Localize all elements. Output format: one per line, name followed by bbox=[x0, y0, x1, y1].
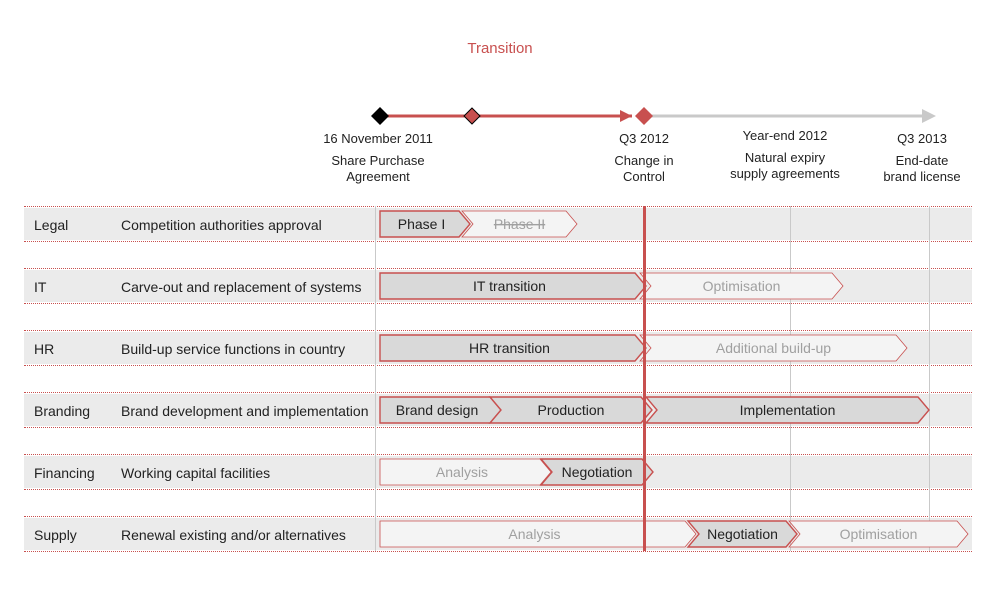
phase-bar-label: Optimisation bbox=[840, 526, 918, 542]
phase-bar-implementation: Implementation bbox=[644, 396, 930, 424]
phase-bar-label: Phase II bbox=[494, 216, 545, 232]
chevron-shape bbox=[539, 458, 654, 486]
chevron-shape bbox=[788, 520, 969, 548]
milestone-label-year-end: Year-end 2012 Natural expiry supply agre… bbox=[710, 128, 860, 182]
milestone-date: Q3 2013 bbox=[897, 131, 947, 146]
change-in-control-marker bbox=[643, 206, 646, 551]
phase-bar-label: Analysis bbox=[508, 526, 560, 542]
chevron-shape bbox=[379, 210, 471, 238]
phase-bar-label: Negotiation bbox=[562, 464, 633, 480]
row-category-it: IT bbox=[34, 279, 47, 295]
row-separator bbox=[24, 454, 972, 455]
milestone-line: Agreement bbox=[346, 169, 410, 184]
grid-line-year-end bbox=[790, 206, 791, 551]
milestone-diamond-intermediate bbox=[463, 107, 481, 125]
row-separator bbox=[24, 206, 972, 207]
timeline-gray-arrowhead bbox=[922, 109, 936, 123]
chevron-shape bbox=[639, 272, 844, 300]
milestone-line: Natural expiry bbox=[744, 150, 826, 165]
row-description-supply: Renewal existing and/or alternatives bbox=[121, 527, 346, 543]
grid-line-start bbox=[375, 206, 376, 551]
row-category-financing: Financing bbox=[34, 465, 95, 481]
milestone-label-spa: 16 November 2011 Share Purchase Agreemen… bbox=[303, 131, 453, 185]
milestone-date: Year-end 2012 bbox=[742, 128, 828, 143]
row-separator bbox=[24, 392, 972, 393]
chevron-shape bbox=[644, 396, 930, 424]
phase-bar-brand-design: Brand design bbox=[379, 396, 502, 424]
phase-bar-label: Optimisation bbox=[703, 278, 781, 294]
phase-bar-additional-build-up: Additional build-up bbox=[639, 334, 908, 362]
phase-bar-label: Phase I bbox=[398, 216, 445, 232]
row-description-it: Carve-out and replacement of systems bbox=[121, 279, 362, 295]
row-description-branding: Brand development and implementation bbox=[121, 403, 369, 419]
chevron-shape bbox=[686, 520, 798, 548]
phase-bar-negotiation: Negotiation bbox=[539, 458, 654, 486]
phase-bar-analysis: Analysis bbox=[379, 458, 552, 486]
phase-bar-label: IT transition bbox=[473, 278, 546, 294]
phase-bar-label: Negotiation bbox=[707, 526, 778, 542]
chevron-shape bbox=[379, 334, 647, 362]
milestone-line: brand license bbox=[883, 169, 961, 184]
row-separator bbox=[24, 365, 972, 366]
phase-bar-analysis: Analysis bbox=[379, 520, 697, 548]
phase-bar-label: Production bbox=[538, 402, 605, 418]
phase-bar-optimisation: Optimisation bbox=[639, 272, 844, 300]
milestone-label-brand-license: Q3 2013 End-date brand license bbox=[862, 131, 982, 185]
row-separator bbox=[24, 489, 972, 490]
milestone-label-control: Q3 2012 Change in Control bbox=[594, 131, 694, 185]
row-category-supply: Supply bbox=[34, 527, 77, 543]
row-separator bbox=[24, 516, 972, 517]
chevron-shape bbox=[379, 458, 552, 486]
chevron-shape bbox=[639, 334, 908, 362]
milestone-line: Change in bbox=[614, 153, 674, 168]
phase-bar-production: Production bbox=[488, 396, 653, 424]
row-description-hr: Build-up service functions in country bbox=[121, 341, 346, 357]
phase-bar-negotiation: Negotiation bbox=[686, 520, 798, 548]
milestone-date: 16 November 2011 bbox=[323, 131, 433, 146]
phase-bar-hr-transition: HR transition bbox=[379, 334, 647, 362]
phase-bar-optimisation: Optimisation bbox=[788, 520, 969, 548]
grid-line-q3-2013 bbox=[929, 206, 930, 551]
row-separator bbox=[24, 551, 972, 552]
row-separator bbox=[24, 330, 972, 331]
timeline-red-arrowhead bbox=[620, 110, 632, 122]
timeline bbox=[371, 107, 936, 125]
milestone-line: End-date bbox=[895, 153, 949, 168]
phase-bar-it-transition: IT transition bbox=[379, 272, 647, 300]
phase-bar-phase-ii: Phase II bbox=[461, 210, 578, 238]
row-description-financing: Working capital facilities bbox=[121, 465, 271, 481]
row-separator bbox=[24, 268, 972, 269]
row-category-hr: HR bbox=[34, 341, 55, 357]
chevron-shape bbox=[461, 210, 578, 238]
chevron-shape bbox=[379, 272, 647, 300]
chevron-shape bbox=[488, 396, 653, 424]
row-description-legal: Competition authorities approval bbox=[121, 217, 322, 233]
phase-bar-label: Brand design bbox=[396, 402, 479, 418]
milestone-line: supply agreements bbox=[730, 166, 840, 181]
phase-bar-phase-i: Phase I bbox=[379, 210, 471, 238]
phase-bar-label: Analysis bbox=[436, 464, 488, 480]
phase-bar-label: Additional build-up bbox=[716, 340, 831, 356]
milestone-line: Share Purchase bbox=[331, 153, 425, 168]
milestone-diamond-control bbox=[635, 107, 653, 125]
milestone-diamond-start bbox=[371, 107, 389, 125]
row-separator bbox=[24, 241, 972, 242]
phase-bar-label: HR transition bbox=[469, 340, 550, 356]
milestone-line: Control bbox=[623, 169, 665, 184]
diagram-title: Transition bbox=[467, 40, 533, 57]
row-separator bbox=[24, 427, 972, 428]
row-separator bbox=[24, 303, 972, 304]
chevron-shape bbox=[379, 520, 697, 548]
row-category-legal: Legal bbox=[34, 217, 69, 233]
phase-bar-label: Implementation bbox=[740, 402, 836, 418]
milestone-date: Q3 2012 bbox=[619, 131, 669, 146]
row-category-branding: Branding bbox=[34, 403, 91, 419]
